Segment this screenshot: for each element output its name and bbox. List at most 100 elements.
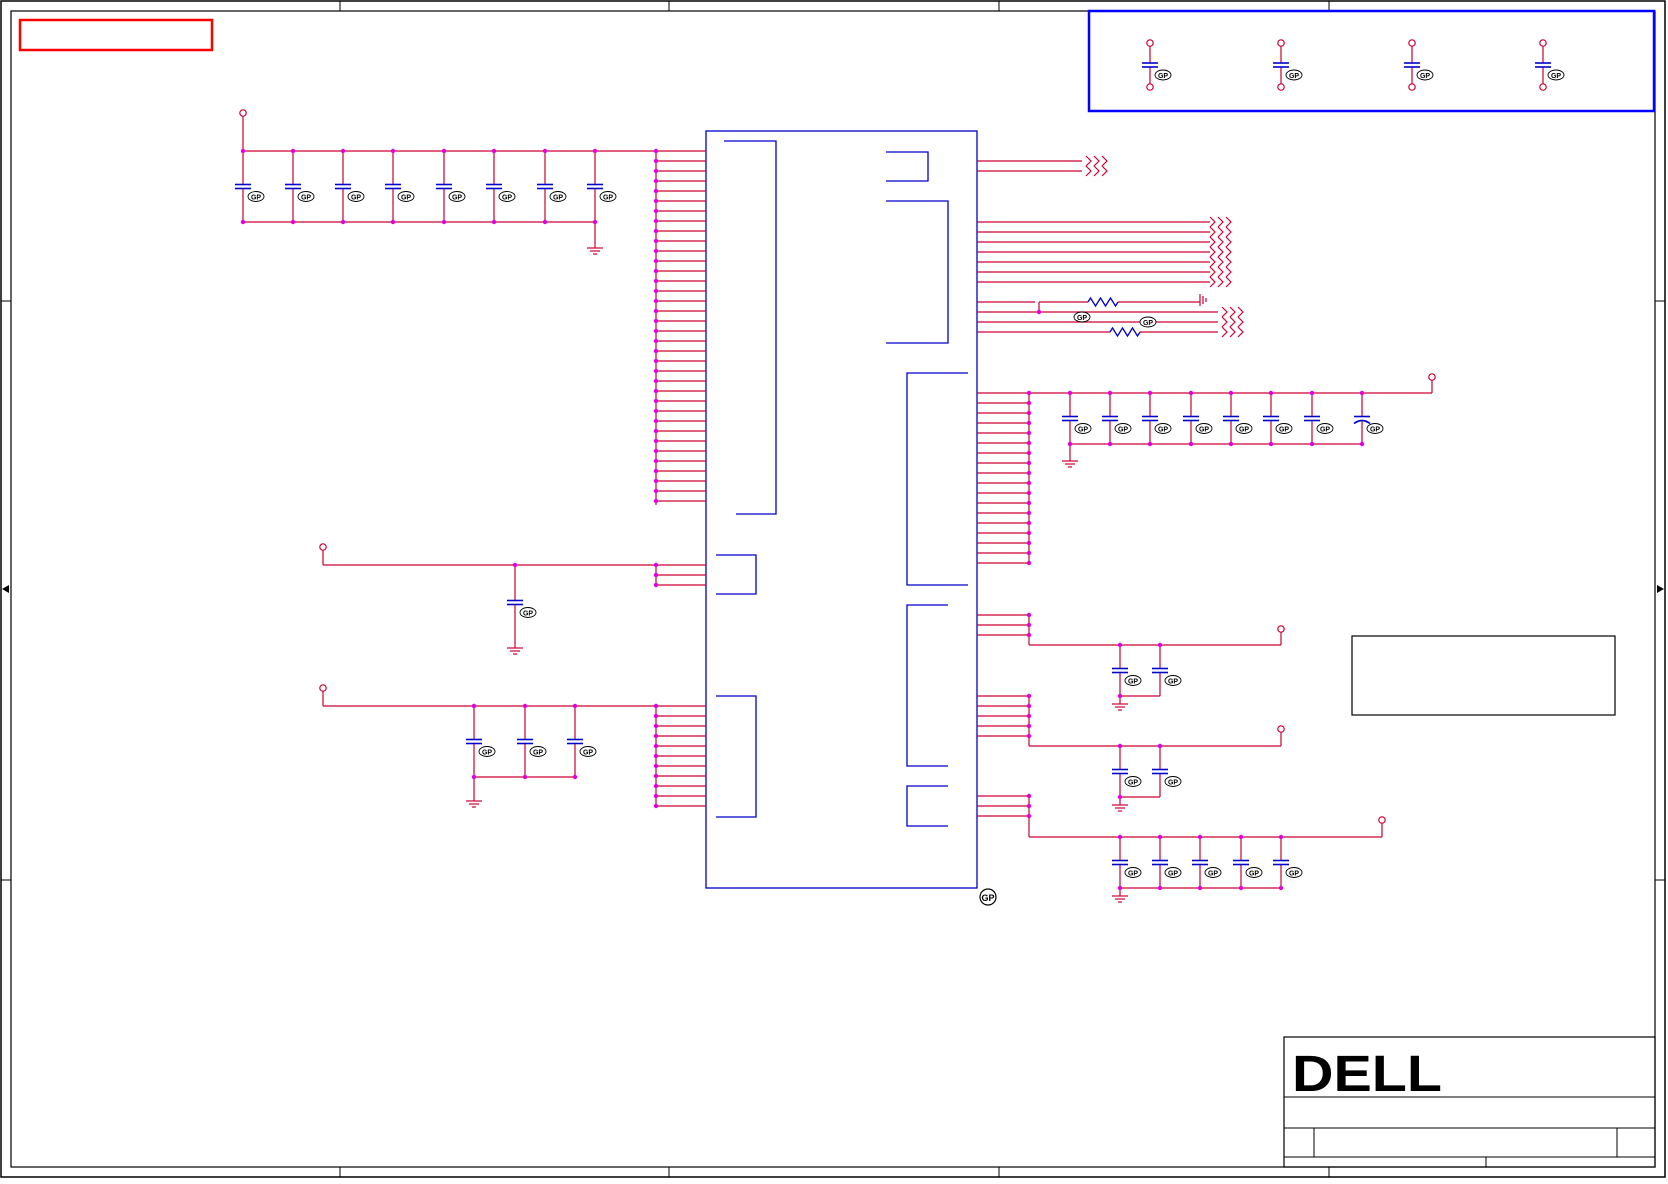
decap-badge: GP xyxy=(347,191,365,202)
capacitor xyxy=(436,151,452,222)
power-port xyxy=(1408,39,1416,47)
junction-dot xyxy=(653,308,659,314)
junction-dot xyxy=(1309,441,1315,447)
wiring-layer xyxy=(242,116,1433,889)
offpage-chevron xyxy=(1221,306,1228,318)
junction-dot xyxy=(1026,460,1032,466)
ic-body xyxy=(705,130,978,889)
junction-dot xyxy=(1188,441,1194,447)
capacitor xyxy=(1192,837,1208,888)
decap-badge-text: GP xyxy=(251,195,261,202)
capacitor xyxy=(385,151,401,222)
offpage-chevron xyxy=(1217,236,1224,248)
resistor-zigzag xyxy=(1109,326,1141,338)
offpage-chevron xyxy=(1221,316,1228,328)
capacitor xyxy=(1142,46,1158,84)
junction-dot xyxy=(1026,390,1032,396)
decap-badge-text: GP xyxy=(1208,871,1218,878)
decap-badge-text: GP xyxy=(1168,780,1178,787)
title-highlight-box xyxy=(18,18,214,52)
decap-badge-text: GP xyxy=(1551,73,1561,80)
decap-badge-text: GP xyxy=(1420,73,1430,80)
junction-dot xyxy=(1278,885,1284,891)
ground-symbol xyxy=(466,793,482,808)
junction-dot xyxy=(491,148,497,154)
ic-bank-aux xyxy=(906,785,948,827)
offpage-connector xyxy=(1209,266,1232,278)
decap-badge-text: GP xyxy=(1118,427,1128,434)
capacitor xyxy=(486,151,502,222)
junction-dot xyxy=(1117,743,1123,749)
junction-dot xyxy=(1117,642,1123,648)
offpage-chevron xyxy=(1085,165,1092,177)
decap-badge-outline xyxy=(1316,423,1334,434)
junction-dot xyxy=(1359,390,1365,396)
decap-badge: GP xyxy=(1124,867,1142,878)
capacitor xyxy=(1142,393,1158,444)
junction-dot xyxy=(1197,834,1203,840)
junction-dot xyxy=(1278,834,1284,840)
decap-badge-text: GP xyxy=(1158,427,1168,434)
junction-dot xyxy=(653,178,659,184)
decap-badge-outline xyxy=(1245,867,1263,878)
decap-badge-outline xyxy=(549,191,567,202)
decap-badge: GP xyxy=(1245,867,1263,878)
decap-badge-text: GP xyxy=(1158,73,1168,80)
junction-dot xyxy=(1067,441,1073,447)
frame-inner xyxy=(10,10,1656,1168)
junction-dot xyxy=(653,158,659,164)
ground-symbol xyxy=(1062,453,1078,468)
vendor-logo: DELL xyxy=(1292,1045,1442,1102)
decap-badge: GP xyxy=(1154,69,1172,81)
junction-dot xyxy=(653,448,659,454)
junction-dot xyxy=(1117,794,1123,800)
decap-badge: GP xyxy=(529,746,547,757)
decap-badge-outline xyxy=(1195,423,1213,434)
main-ic-symbol xyxy=(705,130,978,889)
decap-badge-outline xyxy=(1285,69,1303,81)
junction-dot xyxy=(1117,885,1123,891)
junction-dot xyxy=(1238,885,1244,891)
decap-badge-text: GP xyxy=(1128,871,1138,878)
center-arrow xyxy=(2,585,9,593)
offpage-chevron xyxy=(1101,155,1108,167)
capacitor xyxy=(1152,837,1168,888)
decap-badge-outline xyxy=(1275,423,1293,434)
capacitor xyxy=(1273,46,1289,84)
decap-badge: GP xyxy=(1074,423,1092,434)
decap-badge-outline xyxy=(498,191,516,202)
resistor xyxy=(1109,326,1141,338)
notes-box xyxy=(1351,635,1616,716)
power-port xyxy=(239,109,247,117)
decap-badge-text: GP xyxy=(1249,871,1259,878)
offpage-chevron xyxy=(1217,266,1224,278)
decap-badge-outline xyxy=(1235,423,1253,434)
offpage-chevron xyxy=(1093,165,1100,177)
offpage-chevron xyxy=(1217,216,1224,228)
decap-badge: GP xyxy=(498,191,516,202)
capacitor xyxy=(1102,393,1118,444)
junction-dot xyxy=(653,488,659,494)
decap-badge-outline xyxy=(1164,776,1182,787)
junction-dot xyxy=(1026,440,1032,446)
resistor-zigzag xyxy=(1087,296,1119,308)
decap-badge-text: GP xyxy=(482,750,492,757)
offpage-chevron xyxy=(1225,226,1232,238)
junction-dot xyxy=(653,582,659,588)
junction-dot xyxy=(653,398,659,404)
decap-badge-text: GP xyxy=(533,750,543,757)
junction-dot xyxy=(653,478,659,484)
capacitor xyxy=(1112,645,1128,696)
junction-dot xyxy=(653,278,659,284)
offpage-chevron xyxy=(1209,226,1216,238)
junction-dot xyxy=(653,793,659,799)
decap-badge-outline xyxy=(1416,69,1434,81)
junction-dot xyxy=(290,219,296,225)
capacitor xyxy=(1304,393,1320,444)
junction-dot xyxy=(1026,550,1032,556)
capacitor xyxy=(1404,46,1420,84)
junction-dot xyxy=(542,148,548,154)
junction-dot xyxy=(1359,441,1365,447)
offpage-chevron xyxy=(1229,306,1236,318)
power-port xyxy=(1146,83,1154,91)
